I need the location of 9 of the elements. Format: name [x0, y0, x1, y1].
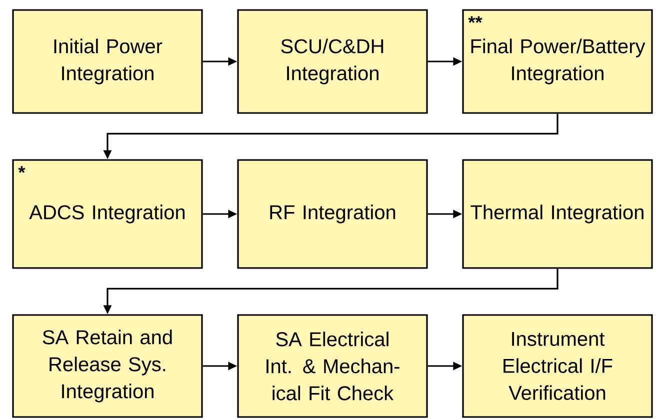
process-box: SA Electrical Int. & Mechan- ical Fit Check [237, 314, 428, 418]
process-box: Thermal Integration [462, 159, 653, 269]
process-box: Initial Power Integration [12, 9, 203, 114]
process-box: SCU/C&DH Integration [237, 9, 428, 114]
process-box: Instrument Electrical I/F Verification [462, 314, 653, 418]
footnote-mark: ** [468, 16, 482, 23]
process-box: RF Integration [237, 159, 428, 269]
process-box: SA Retain and Release Sys. Integration [12, 314, 203, 418]
footnote-mark: * [18, 166, 26, 173]
